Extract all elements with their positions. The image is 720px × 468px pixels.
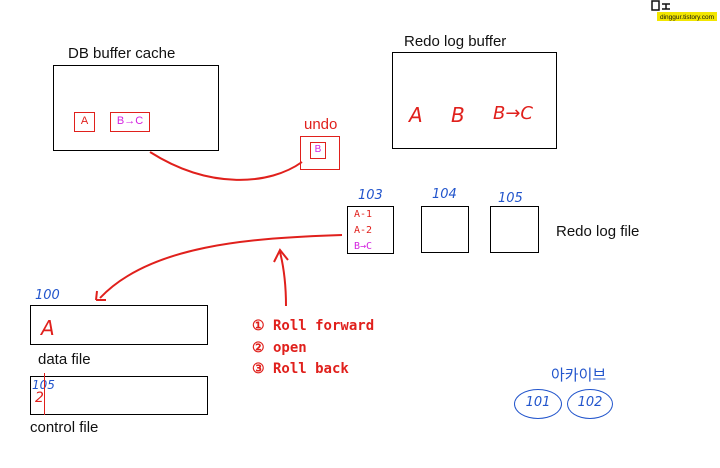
- data-file-box: A: [30, 305, 208, 345]
- control-file-box: 105 2: [30, 373, 208, 415]
- redo-file-103-box: A-1 A-2 B→C: [347, 206, 394, 254]
- watermark-logo: dinggur.tistory.com: [651, 0, 720, 22]
- archive-file-101: 101: [514, 389, 562, 419]
- cache-block-a: A: [74, 112, 95, 132]
- redo-file-103-number: 103: [358, 188, 383, 203]
- control-file-label: control file: [30, 419, 99, 436]
- step-roll-forward: ① Roll forward: [252, 318, 375, 334]
- undo-block-b: B: [310, 142, 326, 159]
- undo-to-cache-arrow: [149, 151, 303, 181]
- data-file-label: data file: [38, 351, 91, 368]
- step-open: ② open: [252, 340, 307, 356]
- redo-log-buffer-box: A B B→C: [392, 52, 557, 149]
- redo-file-entry-a2: A-2: [354, 225, 373, 236]
- db-buffer-cache-box: A B→C: [53, 65, 219, 151]
- recovery-steps-arrow: [279, 251, 287, 307]
- data-file-number: 100: [35, 288, 60, 303]
- archive-file-102: 102: [567, 389, 613, 419]
- watermark-text: dinggur.tistory.com: [660, 14, 714, 21]
- control-file-number: 105: [32, 378, 55, 392]
- redo-file-104-number: 104: [432, 187, 457, 202]
- redo-buffer-entry-bc: B→C: [493, 103, 533, 124]
- redo-file-104-box: [421, 206, 469, 253]
- redo-file-105-number: 105: [498, 191, 523, 206]
- archive-label: 아카이브: [551, 366, 607, 384]
- redo-file-entry-a1: A-1: [354, 209, 373, 220]
- db-buffer-cache-title: DB buffer cache: [68, 45, 176, 62]
- undo-segment-box: B: [300, 136, 340, 170]
- recovery-steps-arrowhead: [273, 248, 289, 263]
- redo-file-entry-bc: B→C: [354, 241, 373, 252]
- data-file-value: A: [41, 316, 55, 340]
- cache-block-bc: B→C: [110, 112, 150, 132]
- redo-log-file-label: Redo log file: [556, 223, 640, 240]
- redo-to-datafile-arrow: [99, 234, 343, 299]
- step-roll-back: ③ Roll back: [252, 361, 349, 377]
- undo-label: undo: [304, 116, 338, 133]
- control-file-marker: [44, 373, 45, 415]
- redo-log-buffer-title: Redo log buffer: [404, 33, 507, 50]
- redo-buffer-entry-b: B: [451, 103, 465, 127]
- redo-buffer-entry-a: A: [409, 103, 423, 127]
- control-file-value: 2: [35, 390, 44, 406]
- redo-to-datafile-arrowhead: [95, 290, 106, 301]
- redo-file-105-box: [490, 206, 539, 253]
- watermark-icon: dinggur.tistory.com: [651, 0, 717, 21]
